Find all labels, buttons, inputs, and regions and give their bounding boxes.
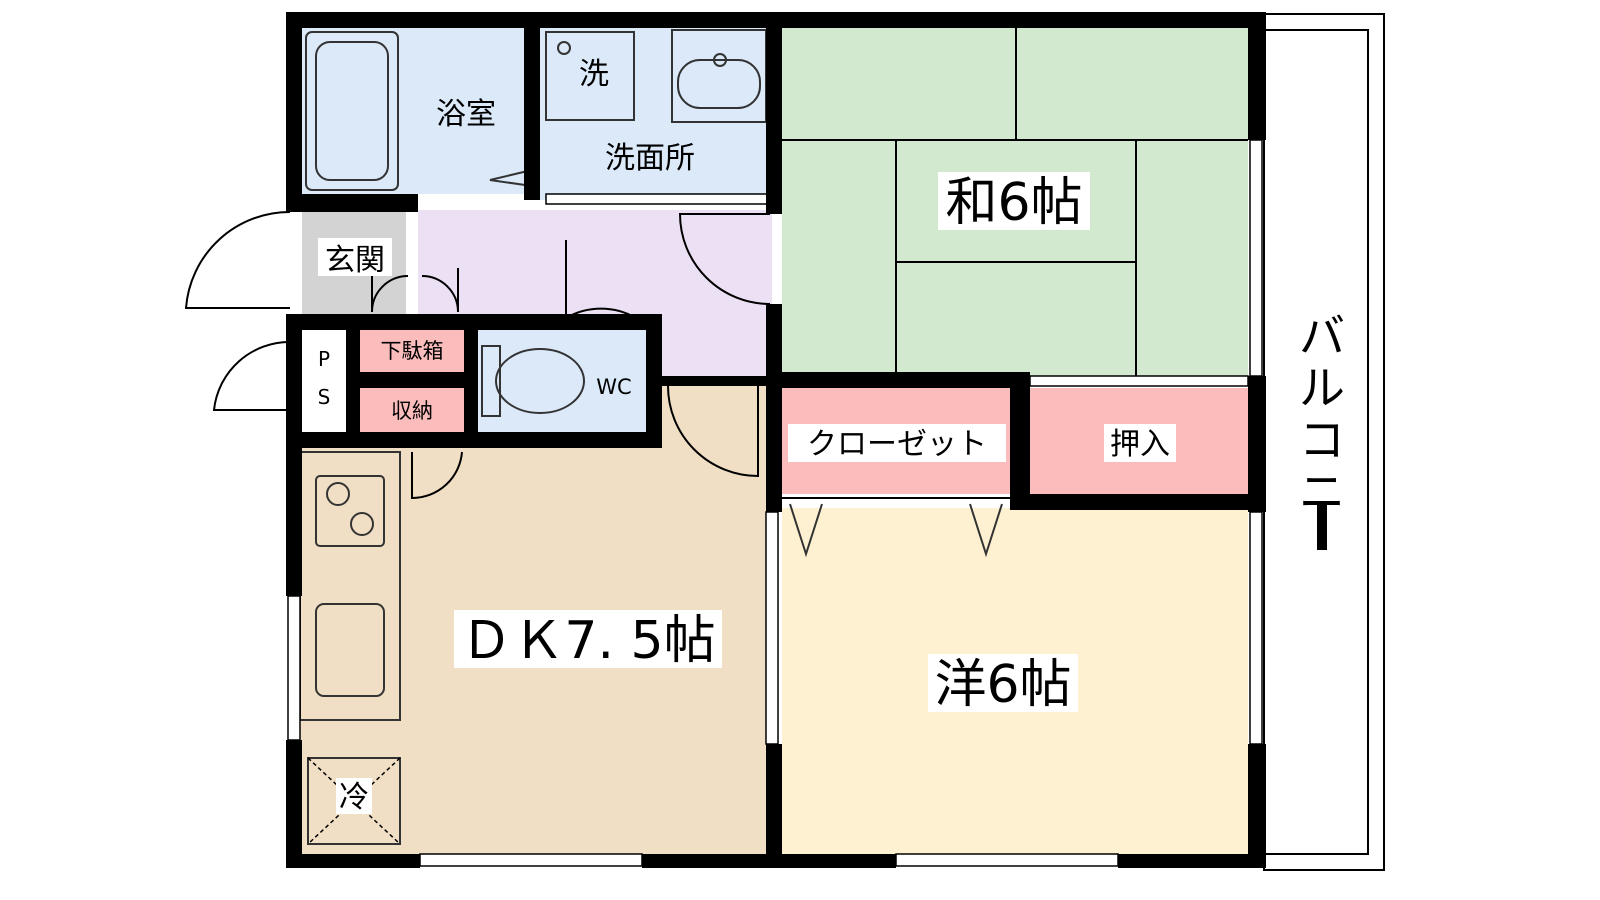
window-dk-bottom — [419, 853, 643, 867]
walls — [286, 12, 1266, 868]
label-western-room: 洋6帖 — [934, 655, 1071, 715]
label-toilet: WC — [596, 375, 631, 399]
toilet-area — [476, 330, 654, 438]
balcony-outline — [1263, 13, 1385, 871]
label-bg-entrance — [318, 238, 392, 276]
shoe-box-doors — [371, 268, 459, 313]
window-western — [1249, 511, 1263, 745]
label-storage: 収納 — [391, 399, 433, 423]
storage-area — [360, 388, 464, 432]
label-bg-oshiire — [1104, 424, 1176, 462]
dk-area-2 — [660, 382, 772, 452]
bathtub — [305, 31, 399, 191]
label-entrance: 玄関 — [325, 243, 385, 278]
toilet-bowl — [495, 348, 585, 414]
hallway-area-2 — [660, 330, 772, 382]
washer-box — [545, 31, 635, 121]
label-fridge: 冷 — [339, 780, 369, 815]
label-washer: 洗 — [579, 57, 609, 92]
balcony-char: コ — [1299, 413, 1345, 467]
hallway-area — [418, 210, 772, 330]
tatami-lines — [782, 28, 1248, 376]
bathroom-area — [300, 28, 532, 194]
label-ps-s: S — [318, 385, 331, 409]
hall-door — [678, 213, 771, 305]
label-closet: クローゼット — [807, 427, 987, 462]
kitchen-sink — [315, 603, 385, 697]
burner-2 — [350, 512, 374, 536]
label-ps-p: P — [318, 347, 330, 371]
label-washroom: 洗面所 — [605, 141, 695, 176]
window-tatami-closet — [1029, 375, 1249, 387]
ps-area — [302, 330, 346, 432]
window-western-bottom — [895, 853, 1119, 867]
storage-door — [411, 451, 463, 500]
label-japanese-room: 和6帖 — [945, 173, 1082, 233]
stove — [315, 475, 385, 547]
label-dk: ＤＫ7. 5帖 — [460, 611, 715, 671]
window-washroom — [545, 193, 769, 205]
entrance-door — [184, 210, 291, 309]
ps-door — [212, 340, 291, 411]
label-bg-fridge — [336, 778, 372, 814]
closet-door-1 — [789, 503, 823, 558]
label-bg-western-room — [928, 654, 1078, 712]
label-oshiire: 押入 — [1110, 427, 1170, 462]
window-tatami — [1249, 139, 1263, 377]
shoe-box-area — [360, 330, 464, 372]
washer-dot — [557, 41, 571, 55]
label-bg-dk — [454, 610, 722, 668]
vanity-basin — [677, 59, 761, 109]
washroom-area — [540, 28, 772, 200]
balcony-char: ル — [1299, 361, 1345, 415]
label-bg-closet — [788, 424, 1006, 462]
bathtub-inner — [315, 41, 389, 181]
burner-1 — [326, 482, 350, 506]
closet-door-2 — [969, 503, 1003, 558]
label-bathroom: 浴室 — [436, 97, 496, 132]
label-bg-japanese-room — [938, 172, 1090, 230]
vanity-tap — [713, 53, 727, 67]
balcony-char: バ — [1299, 309, 1345, 363]
fridge-space — [307, 757, 401, 845]
window-dk-left — [287, 595, 301, 741]
balcony-char — [1317, 502, 1327, 550]
label-shoe-box: 下駄箱 — [381, 339, 444, 363]
toilet-tank — [481, 345, 501, 417]
dk-door — [667, 385, 759, 478]
label-balcony: バ ル コ ニ — [1299, 309, 1345, 550]
window-between — [765, 511, 779, 745]
door-swings — [184, 210, 771, 500]
